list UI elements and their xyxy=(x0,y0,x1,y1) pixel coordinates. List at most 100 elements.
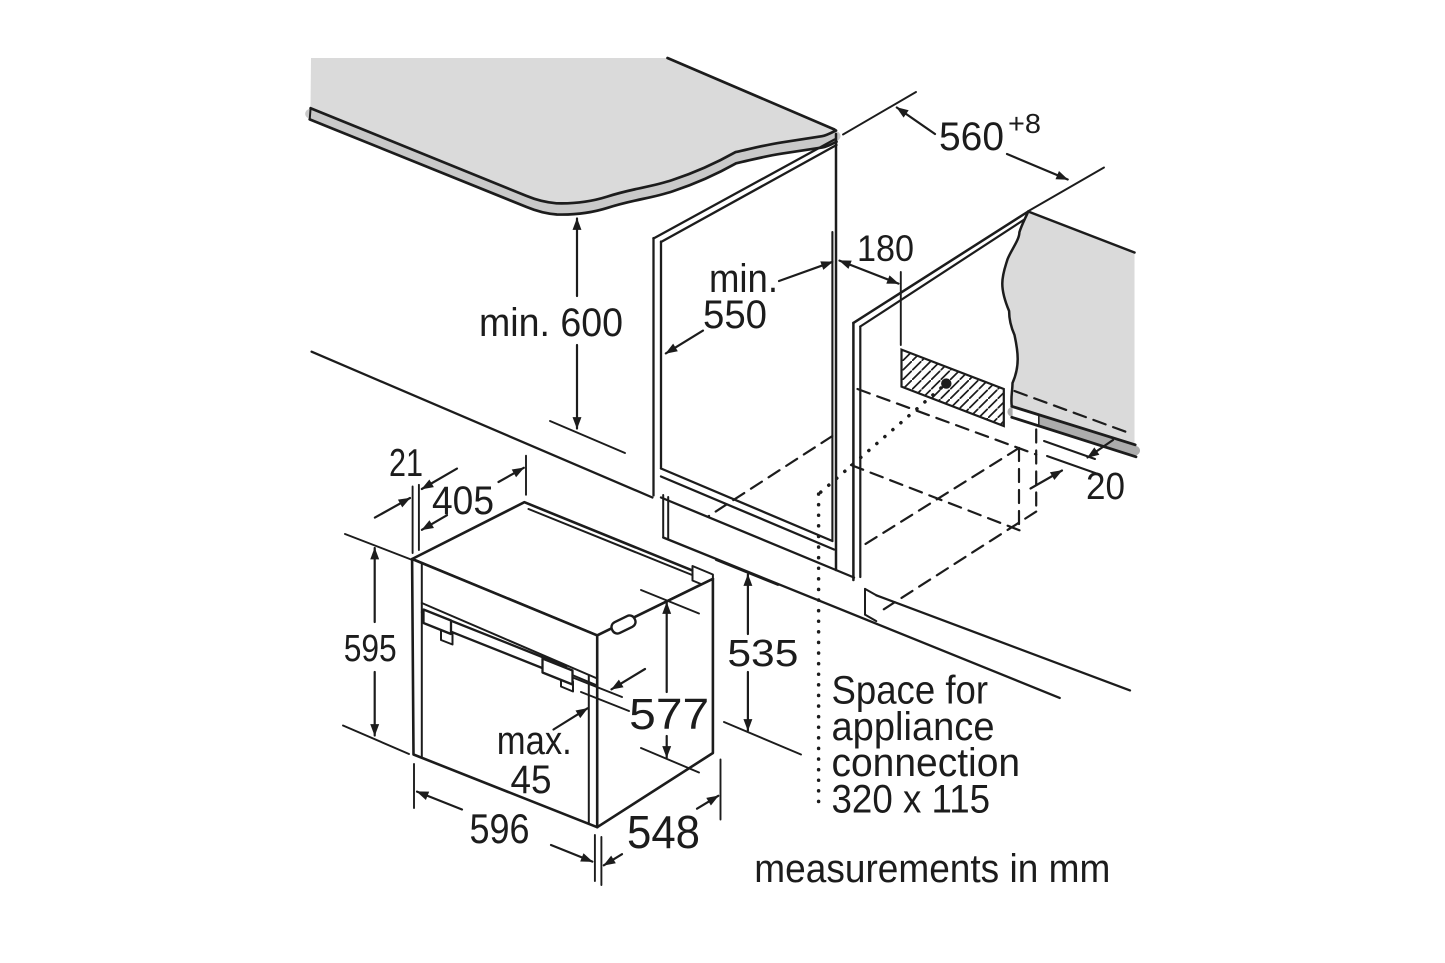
dim-top-depth-arrow-right xyxy=(497,466,525,484)
right-countertop-hidden-line xyxy=(1013,389,1132,435)
oven-handle xyxy=(422,608,574,693)
dim-niche-depth-arrow-front xyxy=(777,260,834,283)
dim-top-depth-label: 405 xyxy=(432,479,494,523)
dim-niche-width-label: 560 xyxy=(939,115,1004,159)
left-countertop-cut-edge xyxy=(666,56,836,131)
dim-rear-height-label: 535 xyxy=(727,633,798,675)
left-countertop-end-cap xyxy=(308,107,312,121)
dim-oven-depth-arrow-left xyxy=(602,853,624,867)
dim-niche-width-tolerance-label: +8 xyxy=(1008,108,1041,139)
connection-space-hatch xyxy=(900,347,1005,428)
dim-oven-height-label: 595 xyxy=(344,628,397,670)
left-countertop xyxy=(305,56,841,216)
dim-rear-gap-line-lower xyxy=(1046,455,1099,475)
dim-side-height-ext-top xyxy=(640,589,700,615)
oven-panel-bottom-upper xyxy=(420,602,599,680)
niche-cabinet xyxy=(310,132,1061,700)
right-plinth-step-bottom xyxy=(864,613,878,623)
dim-connection-offset: 180 xyxy=(838,228,914,346)
dim-top-depth-arrow-left xyxy=(420,514,449,531)
connection-note-line2: appliance xyxy=(832,705,995,749)
dim-top-depth: 405 xyxy=(420,454,527,531)
dim-oven-height: 595 xyxy=(342,533,413,755)
right-plinth-step-top xyxy=(864,587,878,597)
right-countertop-band-bottom xyxy=(1010,415,1138,459)
right-wall-top-edge-outer xyxy=(852,210,1030,325)
dim-niche-width-arrow-left xyxy=(895,106,937,136)
hidden-floor-edge xyxy=(849,463,1021,532)
dim-niche-depth-prefix-label: min. xyxy=(709,257,778,301)
hidden-top-side-edge xyxy=(860,446,1021,548)
dim-oven-width-label: 596 xyxy=(470,805,530,852)
dim-handle-depth-arrow-upper xyxy=(610,667,647,691)
left-countertop-front-edge xyxy=(309,106,838,205)
oven-side-grip xyxy=(610,614,637,635)
cabinet-base-line xyxy=(659,496,856,579)
connection-note: Space for appliance connection 320 x 115 xyxy=(832,668,1021,821)
dim-side-height-label: 577 xyxy=(629,690,709,739)
dim-rear-gap-line-upper xyxy=(1043,440,1096,460)
dim-oven-width-arrow-left xyxy=(415,790,464,811)
connection-note-line3: connection xyxy=(832,741,1021,785)
right-cabinet xyxy=(849,210,1132,692)
right-countertop-surface xyxy=(1002,211,1135,445)
connection-note-line4: 320 x 115 xyxy=(832,778,991,822)
connection-point-dot xyxy=(941,378,952,389)
dim-oven-width: 596 xyxy=(413,763,596,882)
dim-rear-gap: 20 xyxy=(1029,438,1125,508)
dim-oven-depth: 548 xyxy=(600,758,722,886)
dim-rear-gap-arrow-lower xyxy=(1029,469,1064,490)
handle-left-end xyxy=(422,608,453,636)
right-wall-top-edge-inner xyxy=(859,214,1032,328)
dim-rear-height: 535 xyxy=(715,559,802,756)
connection-note-line1: Space for xyxy=(832,668,989,712)
dim-niche-height-label: min. 600 xyxy=(479,301,623,345)
dim-niche-width-arrow-right xyxy=(1005,152,1069,181)
left-countertop-edge-band xyxy=(305,109,841,214)
dim-front-frame-arrow-right xyxy=(420,467,459,491)
niche-ceiling-edge-inner xyxy=(659,143,838,244)
dim-handle-depth-value-label: 45 xyxy=(511,758,552,802)
right-countertop-cut-face xyxy=(1012,408,1039,425)
dim-rear-gap-arrow-upper xyxy=(1086,438,1115,459)
hidden-floor-side-edge xyxy=(876,510,1038,615)
dim-handle-depth: max. 45 xyxy=(497,667,647,802)
dim-connection-offset-line xyxy=(838,259,900,285)
dim-niche-depth-arrow-wall xyxy=(664,329,705,355)
connection-space xyxy=(816,347,1005,814)
plinth-bottom-line xyxy=(662,536,1061,700)
hidden-top-edge xyxy=(856,387,1038,456)
dim-rear-gap-label: 20 xyxy=(1086,466,1125,508)
dim-rear-height-ext-top xyxy=(715,559,779,586)
dim-front-frame-arrow-left xyxy=(373,496,412,519)
dim-connection-offset-label: 180 xyxy=(857,228,914,269)
dim-oven-height-ext-bottom xyxy=(342,724,410,755)
dim-side-height-ext-bottom xyxy=(640,747,700,774)
cabinet-row-front-line xyxy=(310,350,654,499)
dim-oven-depth-arrow-right xyxy=(695,794,720,810)
dim-oven-width-arrow-right xyxy=(549,843,594,863)
dim-niche-width-ext-left xyxy=(842,91,917,136)
dim-rear-height-ext-bottom xyxy=(723,721,802,756)
niche-ceiling-edge-outer xyxy=(652,138,836,240)
niche-floor-bottom-edge xyxy=(659,475,836,551)
dim-niche-width-ext-right xyxy=(1027,166,1105,212)
right-plinth-top-line xyxy=(875,594,1132,692)
dim-niche-width: 560 +8 xyxy=(842,91,1105,212)
left-countertop-bottom-edge xyxy=(308,118,838,216)
dim-oven-height-ext-top xyxy=(344,533,413,561)
handle-right-end xyxy=(541,657,574,686)
right-countertop-break-edge xyxy=(1001,210,1030,408)
dim-niche-height: min. 600 xyxy=(479,217,626,454)
dim-handle-depth-prefix-label: max. xyxy=(497,719,572,763)
right-countertop-bottom-edge xyxy=(1010,404,1137,447)
dim-side-height: 577 xyxy=(629,589,709,774)
oven-top-rear-strip xyxy=(527,508,708,582)
oven xyxy=(410,500,715,829)
dim-front-frame-label: 21 xyxy=(389,442,423,485)
niche-floor-front-edge xyxy=(659,467,834,543)
dim-oven-depth-label: 548 xyxy=(627,806,700,858)
dim-front-frame: 21 xyxy=(373,442,459,554)
